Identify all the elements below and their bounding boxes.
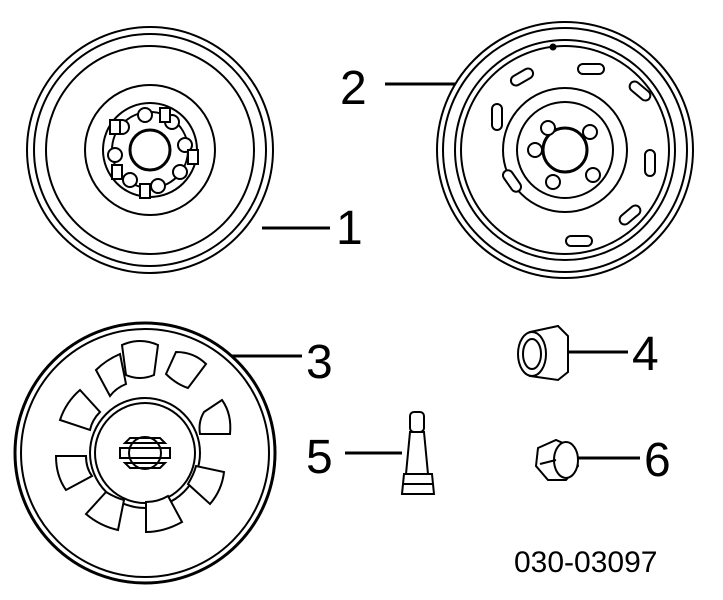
part-number-2: 2 bbox=[340, 62, 367, 115]
part-number-4: 4 bbox=[632, 328, 659, 381]
part-number-3: 3 bbox=[306, 336, 333, 389]
part-number-6: 6 bbox=[644, 434, 671, 487]
steel-wheel-icon bbox=[436, 21, 694, 279]
wheel-rim-icon bbox=[26, 26, 274, 274]
valve-stem-icon bbox=[400, 411, 436, 495]
part-number-1: 1 bbox=[336, 202, 363, 255]
lug-nut-icon bbox=[534, 438, 580, 481]
hubcap-icon bbox=[13, 321, 277, 585]
part-number-5: 5 bbox=[306, 431, 333, 484]
lug-nut-cap-icon bbox=[517, 324, 569, 382]
part-code-label: 030-03097 bbox=[514, 546, 657, 579]
